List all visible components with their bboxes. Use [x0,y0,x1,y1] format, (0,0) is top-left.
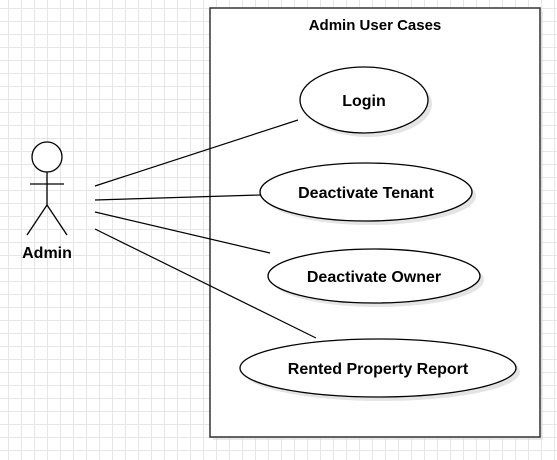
actor-label: Admin [22,245,72,262]
use-case-label: Login [342,93,386,110]
use-case-ellipse [267,248,481,304]
use-case-rented-property-report: Rented Property Report [239,338,520,401]
association-deactivate-owner [94,211,271,254]
use-case-deactivate-tenant: Deactivate Tenant [259,162,476,225]
associations [94,119,317,339]
association-deactivate-tenant [94,194,261,201]
use-case-ellipse [239,338,517,398]
system-title: Admin User Cases [309,17,442,34]
actor-right-leg [46,204,68,236]
actor-left-leg [26,204,48,236]
association-login [94,119,299,187]
actor-admin: Admin [22,141,72,262]
use-case-ellipse [259,162,473,222]
association-rented-property-report [94,228,317,339]
actor-head [31,141,63,173]
use-case-login: Login [299,66,432,137]
use-case-label: Deactivate Tenant [298,185,434,202]
use-case-label: Rented Property Report [288,361,469,378]
use-case-deactivate-owner: Deactivate Owner [267,248,484,307]
use-case-label: Deactivate Owner [307,269,441,286]
use-case-ellipse [299,66,429,134]
